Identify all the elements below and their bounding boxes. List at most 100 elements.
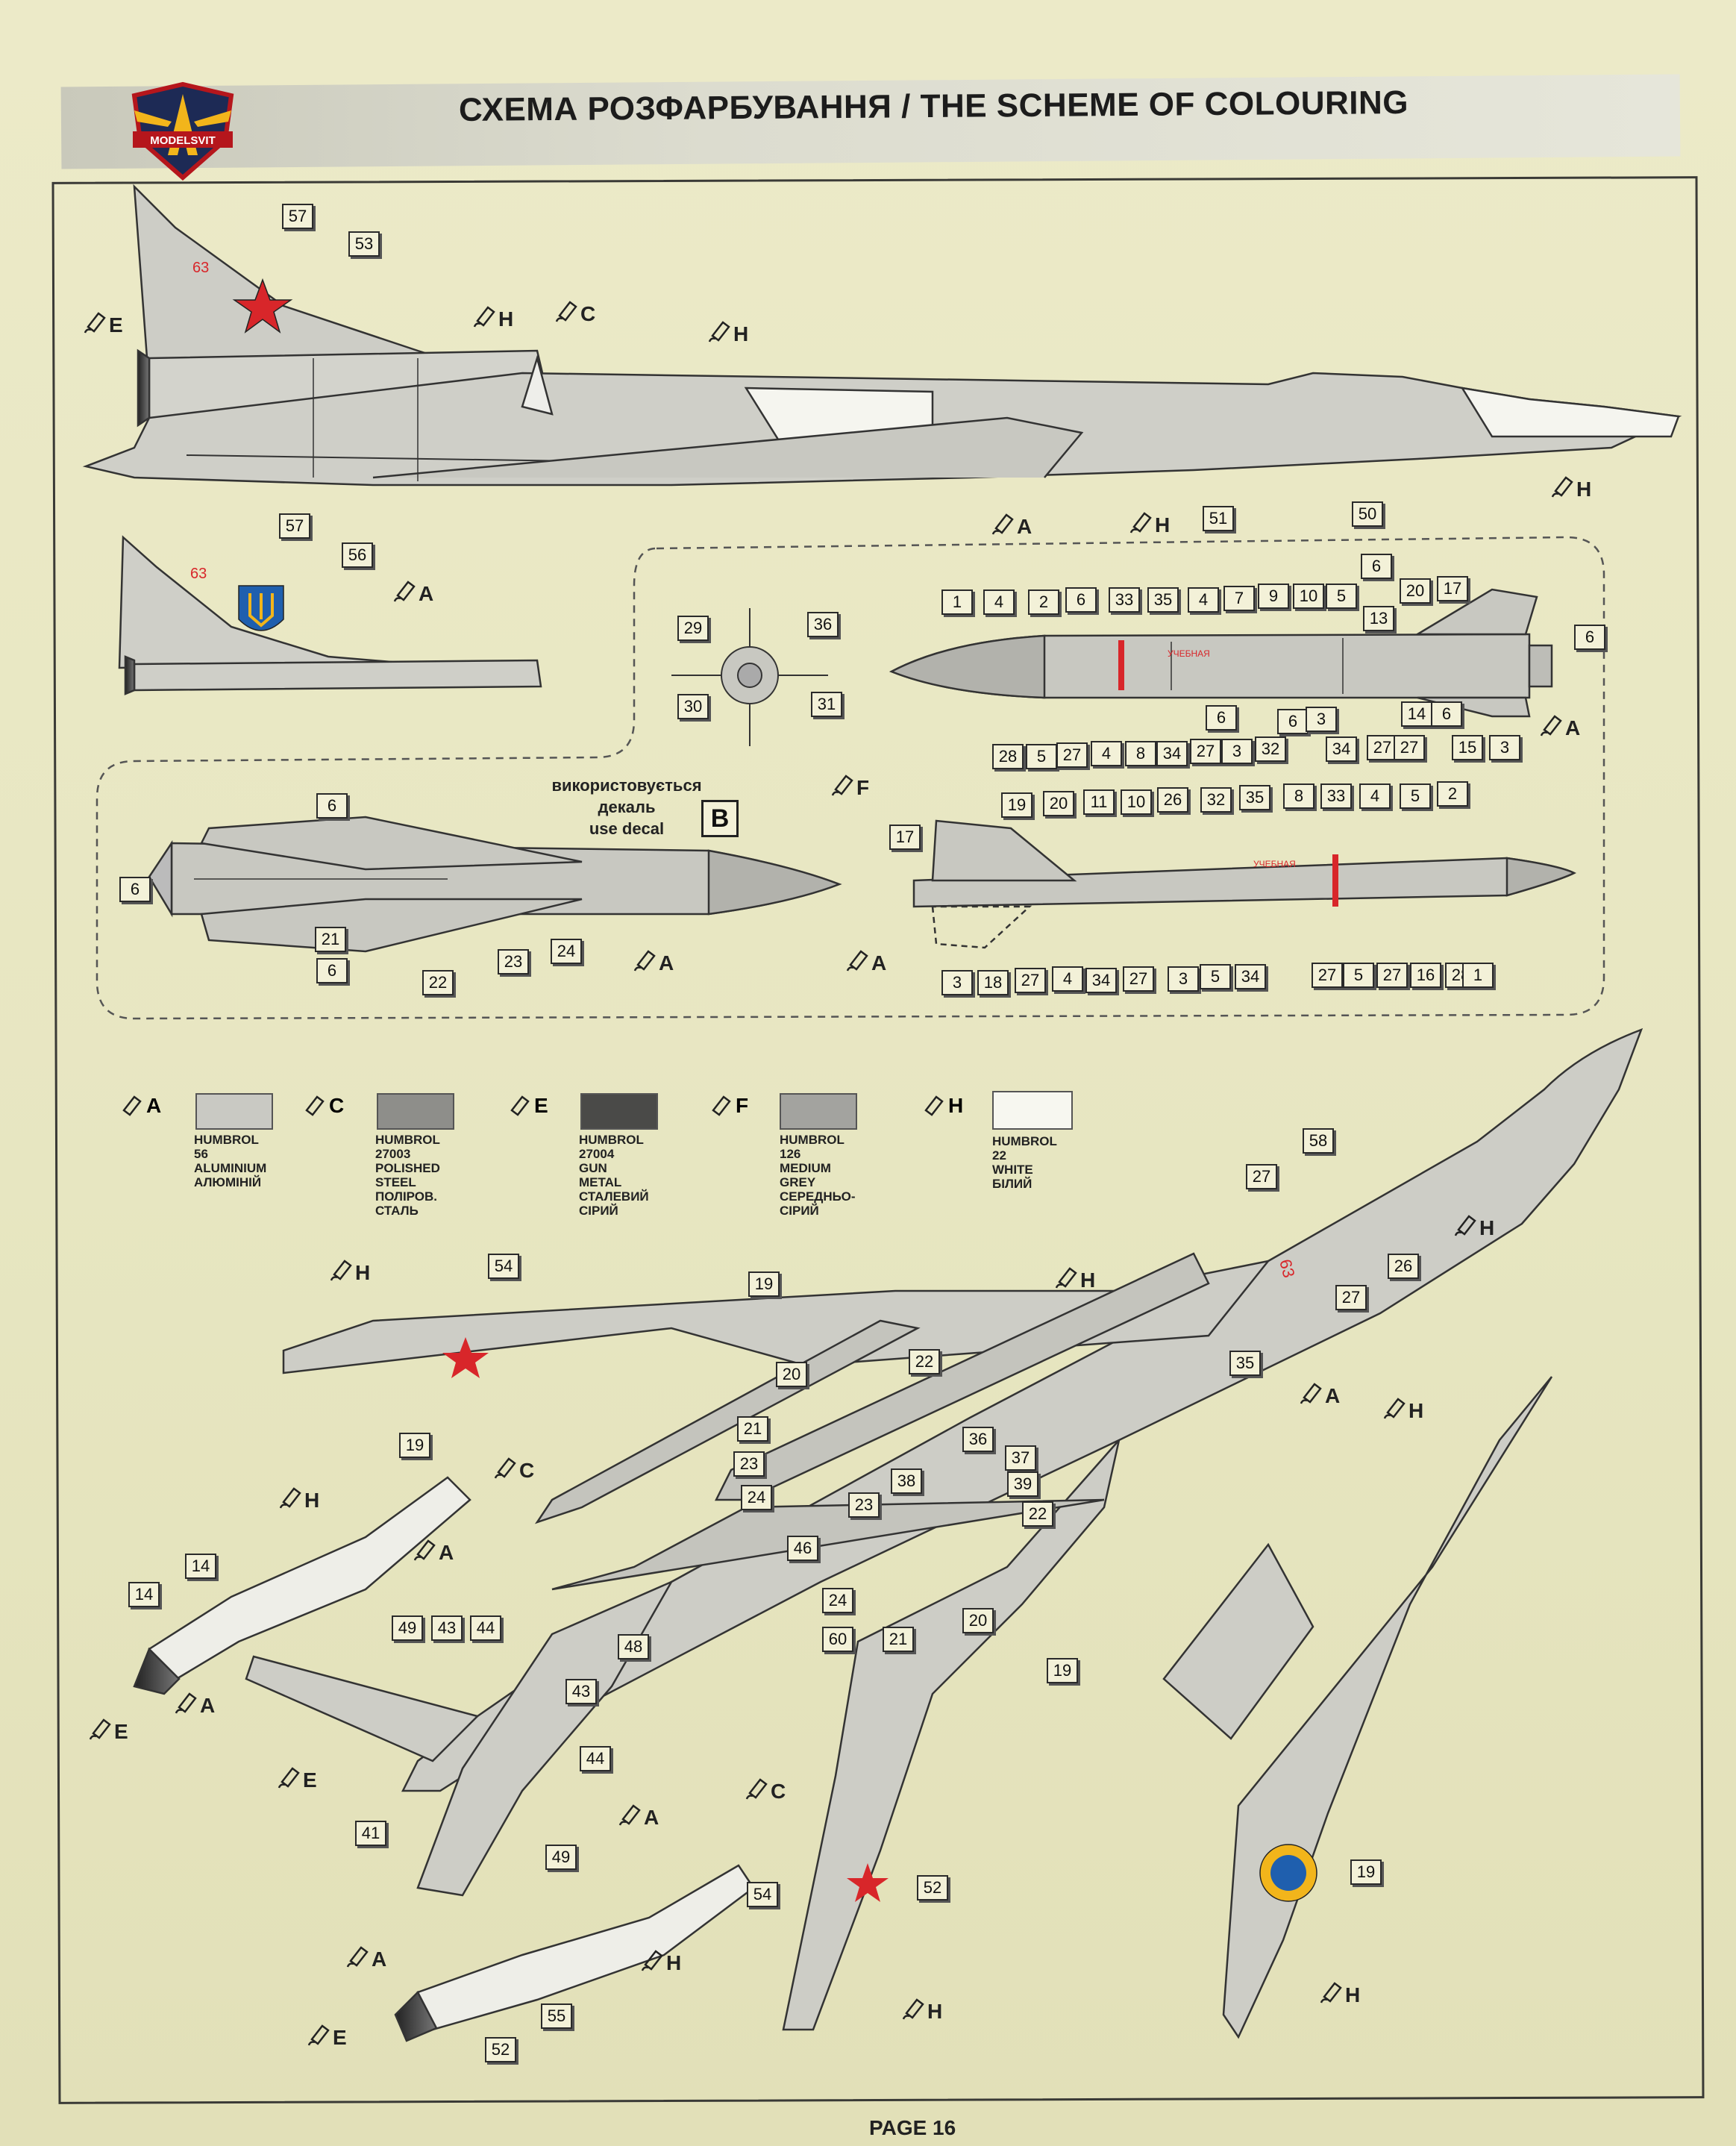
ukraine-roundel xyxy=(1259,1844,1317,1902)
callout-number: 6 xyxy=(1277,709,1309,734)
callout-number: 55 xyxy=(541,2003,572,2029)
callout-number: 6 xyxy=(1206,705,1237,731)
decal-b-box: B xyxy=(701,800,739,837)
paint-ref-letter: H xyxy=(1345,1983,1360,2006)
swatch-label: HUMBROL 22 WHITE БІЛИЙ xyxy=(992,1134,1057,1191)
callout-number: 43 xyxy=(431,1615,463,1641)
swatch-aluminium xyxy=(195,1093,273,1130)
callout-number: 6 xyxy=(316,793,348,819)
callout-number: 4 xyxy=(1188,587,1219,613)
paint-ref-letter: H xyxy=(1155,513,1170,536)
callout-number: 27 xyxy=(1376,963,1408,988)
callout-number: 18 xyxy=(977,970,1009,995)
callout-number: 28 xyxy=(992,744,1024,769)
swatch-label: HUMBROL 27004 GUN METAL СТАЛЕВИЙ СІРИЙ xyxy=(579,1133,649,1218)
callout-number: 51 xyxy=(1203,506,1234,531)
callout-number: 52 xyxy=(917,1875,948,1901)
paint-ref-letter: H xyxy=(927,2000,942,2023)
callout-number: 32 xyxy=(1200,787,1232,813)
paint-ref-letter: A xyxy=(659,951,674,975)
callout-number: 10 xyxy=(1121,789,1152,815)
callout-number: 3 xyxy=(1306,707,1337,732)
brush-icon xyxy=(122,1095,142,1116)
paint-ref-letter: H xyxy=(1080,1268,1095,1292)
swatch-label: HUMBROL 27003 POLISHED STEEL ПОЛІРОВ. СТ… xyxy=(375,1133,440,1218)
callout-number: 27 xyxy=(1246,1164,1277,1189)
callout-number: 6 xyxy=(119,877,151,902)
swatch-label: HUMBROL 126 MEDIUM GREY СЕРЕДНЬО-СІРИЙ xyxy=(780,1133,856,1218)
callout-number: 23 xyxy=(848,1492,880,1518)
paint-ref-letter: H xyxy=(666,1951,681,1974)
paint-ref-letter: A xyxy=(871,951,886,975)
callout-number: 31 xyxy=(811,692,842,717)
callout-number: 21 xyxy=(737,1416,768,1442)
callout-number: 54 xyxy=(747,1882,778,1907)
paint-ref-letter: E xyxy=(109,313,123,337)
callout-number: 32 xyxy=(1255,736,1286,762)
callout-number: 15 xyxy=(1452,735,1483,760)
callout-number: 37 xyxy=(1005,1445,1036,1471)
paint-ref-letter: H xyxy=(1408,1399,1423,1422)
callout-number: 44 xyxy=(470,1615,501,1641)
paint-ref-letter: E xyxy=(114,1720,128,1743)
callout-number: 6 xyxy=(1431,701,1462,727)
paint-ref-letter: A xyxy=(1565,716,1580,739)
callout-number: 54 xyxy=(488,1254,519,1279)
paint-ref-letter: H xyxy=(355,1261,370,1284)
aircraft-side-view xyxy=(82,184,1682,487)
callout-number: 5 xyxy=(1200,964,1231,989)
paint-ref-letter: H xyxy=(733,322,748,345)
callout-number: 36 xyxy=(807,612,839,637)
callout-number: 27 xyxy=(1056,742,1088,768)
tail-number-side: 63 xyxy=(192,260,209,276)
callout-number: 6 xyxy=(1574,625,1605,650)
page-number: PAGE 16 xyxy=(869,2116,956,2139)
paint-ref-letter: A xyxy=(1325,1384,1340,1407)
callout-number: 4 xyxy=(1052,966,1083,992)
callout-number: 20 xyxy=(1400,578,1431,604)
logo-text: MODELSVIT xyxy=(150,134,216,147)
callout-number: 20 xyxy=(776,1362,807,1387)
callout-number: 33 xyxy=(1320,783,1352,809)
callout-number: 26 xyxy=(1388,1254,1419,1279)
paint-ref-letters: E H C H A H H A F A A A H H H A H C A H … xyxy=(109,302,1591,2049)
callout-number: 22 xyxy=(909,1349,940,1374)
callout-number: 24 xyxy=(741,1485,772,1510)
callout-number: 34 xyxy=(1326,736,1357,762)
trident-emblem xyxy=(238,585,284,631)
callout-number: 21 xyxy=(315,927,346,952)
missile-front-view xyxy=(671,608,828,746)
paint-ref-letter: H xyxy=(304,1489,319,1512)
paint-ref-letter: A xyxy=(372,1948,386,1971)
callout-number: 14 xyxy=(128,1582,160,1607)
callout-number: 57 xyxy=(279,513,310,539)
paint-ref-letter: A xyxy=(1017,515,1032,538)
alternative-tail-view xyxy=(118,535,542,695)
missile-plan-view xyxy=(148,816,842,953)
callout-number: 36 xyxy=(962,1427,994,1452)
callout-number: 49 xyxy=(545,1845,577,1870)
engine-cowl-left xyxy=(133,1476,471,1695)
callout-number: 6 xyxy=(1361,554,1392,579)
callout-number: 11 xyxy=(1083,789,1115,815)
callout-number: 5 xyxy=(1326,584,1357,609)
callout-number: 8 xyxy=(1283,783,1314,809)
missile-dashed-outline xyxy=(95,536,1605,1020)
callout-number: 3 xyxy=(941,970,973,995)
callout-number: 29 xyxy=(677,616,709,641)
paint-ref-letter: A xyxy=(419,582,433,605)
callout-number: 56 xyxy=(342,542,373,568)
missile-bottom-view xyxy=(912,819,1576,949)
callout-number: 43 xyxy=(565,1679,597,1704)
callout-number: 50 xyxy=(1352,501,1383,527)
callout-number: 35 xyxy=(1147,587,1179,613)
callout-number: 24 xyxy=(551,939,582,964)
callout-number: 30 xyxy=(677,694,709,719)
callout-number: 1 xyxy=(941,589,973,615)
swatch-label: HUMBROL 56 ALUMINIUM АЛЮМІНІЙ xyxy=(194,1133,267,1189)
brush-icon xyxy=(924,1095,944,1116)
callout-number: 3 xyxy=(1489,735,1520,760)
paint-ref-letter: H xyxy=(1576,478,1591,501)
callout-number: 27 xyxy=(1015,968,1046,993)
